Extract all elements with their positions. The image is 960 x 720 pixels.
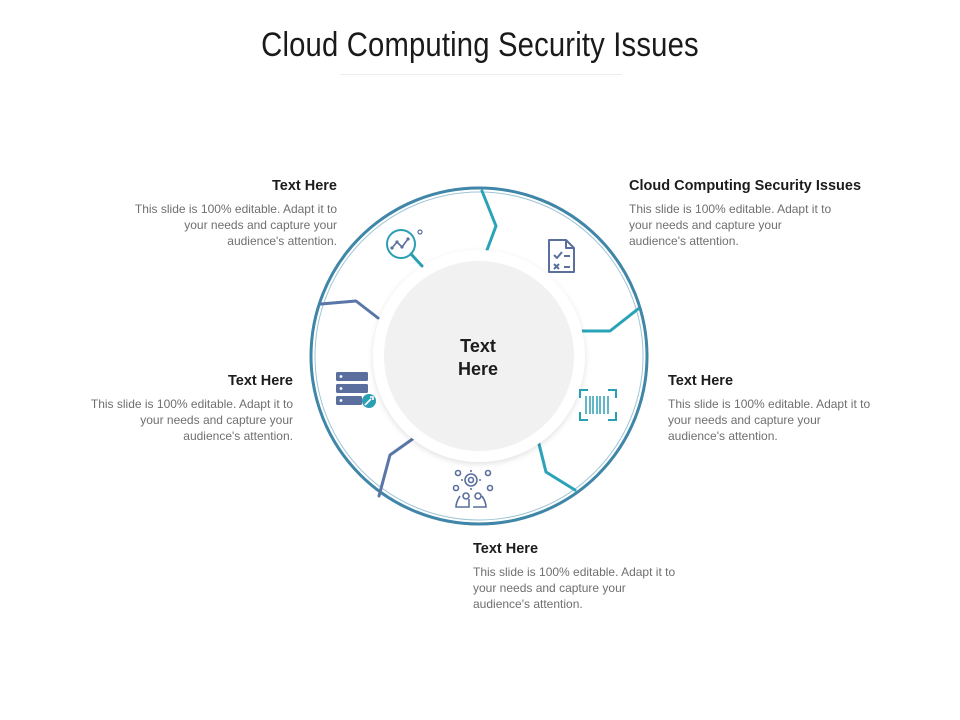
center-label-line-1: Text bbox=[460, 336, 496, 356]
segment-block-top-left: Text Here This slide is 100% editable. A… bbox=[67, 177, 337, 249]
body-line-3: audience's attention. bbox=[629, 234, 739, 248]
body-line-2: your needs and capture your bbox=[629, 218, 782, 232]
body-line-1: This slide is 100% editable. Adapt it to bbox=[629, 202, 832, 216]
separator-1 bbox=[480, 189, 498, 252]
segment-block-top-right: Cloud Computing Security Issues This sli… bbox=[629, 177, 899, 249]
segment-heading: Text Here bbox=[271, 178, 337, 194]
segment-body: This slide is 100% editable. Adapt it to… bbox=[473, 564, 743, 612]
separator-5 bbox=[319, 299, 380, 320]
segment-block-left: Text Here This slide is 100% editable. A… bbox=[23, 372, 293, 444]
body-line-1: This slide is 100% editable. Adapt it to bbox=[134, 202, 337, 216]
body-line-3: audience's attention. bbox=[183, 429, 293, 443]
server-wrench-icon bbox=[336, 372, 376, 408]
separator-4 bbox=[377, 436, 416, 498]
body-line-3: audience's attention. bbox=[227, 234, 337, 248]
segment-heading: Text Here bbox=[473, 541, 539, 557]
segment-body: This slide is 100% editable. Adapt it to… bbox=[23, 396, 293, 444]
center-label-line-2: Here bbox=[457, 359, 499, 379]
center-label: Text Here bbox=[418, 335, 538, 381]
segment-heading: Text Here bbox=[668, 373, 734, 389]
segment-block-bottom: Text Here This slide is 100% editable. A… bbox=[473, 540, 743, 612]
body-line-2: your needs and capture your bbox=[140, 413, 293, 427]
body-line-2: your needs and capture your bbox=[184, 218, 337, 232]
title-divider bbox=[340, 74, 622, 75]
body-line-1: This slide is 100% editable. Adapt it to bbox=[473, 565, 676, 579]
center-circle bbox=[384, 261, 574, 451]
magnifier-chart-icon bbox=[386, 229, 424, 268]
body-line-1: This slide is 100% editable. Adapt it to bbox=[90, 397, 293, 411]
outer-ring-inner-line bbox=[314, 191, 644, 521]
gear-head-icon bbox=[452, 469, 494, 508]
segment-heading: Text Here bbox=[227, 373, 293, 389]
segment-heading: Cloud Computing Security Issues bbox=[629, 178, 862, 194]
separator-3 bbox=[536, 438, 577, 492]
checklist-document-icon bbox=[548, 239, 575, 273]
segment-block-right: Text Here This slide is 100% editable. A… bbox=[668, 372, 938, 444]
body-line-1: This slide is 100% editable. Adapt it to bbox=[668, 397, 871, 411]
separator-2 bbox=[580, 307, 640, 333]
segment-body: This slide is 100% editable. Adapt it to… bbox=[629, 201, 899, 249]
body-line-3: audience's attention. bbox=[668, 429, 778, 443]
barcode-scan-icon bbox=[579, 389, 617, 421]
body-line-2: your needs and capture your bbox=[473, 581, 626, 595]
segment-body: This slide is 100% editable. Adapt it to… bbox=[67, 201, 337, 249]
segment-body: This slide is 100% editable. Adapt it to… bbox=[668, 396, 938, 444]
body-line-3: audience's attention. bbox=[473, 597, 583, 611]
page-title: Cloud Computing Security Issues bbox=[261, 26, 699, 64]
body-line-2: your needs and capture your bbox=[668, 413, 821, 427]
